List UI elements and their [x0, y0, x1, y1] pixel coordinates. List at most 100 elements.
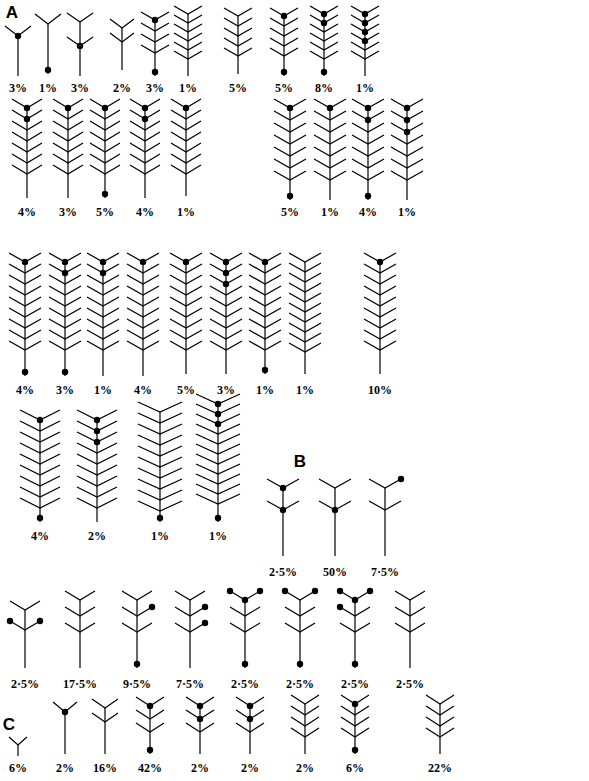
tip-dot [312, 588, 318, 594]
percentage-label: 4% [134, 383, 152, 397]
branch-line [53, 154, 83, 163]
stem-line [17, 745, 18, 756]
branch-line [289, 303, 321, 312]
branch-line [138, 457, 182, 467]
branching-figure [274, 99, 306, 200]
node-dot [142, 116, 148, 122]
percentage-label: 2·5% [11, 677, 39, 691]
branch-line [77, 465, 117, 475]
branching-figure [136, 697, 164, 754]
branch-line [341, 728, 369, 737]
branch-line [314, 147, 346, 156]
stem-line [104, 108, 105, 198]
branch-line [130, 121, 160, 130]
branch-line [174, 33, 202, 41]
branching-figure [196, 394, 240, 522]
branch-line [171, 132, 201, 141]
percentage-label: 2·5% [396, 677, 424, 691]
branching-figure [110, 19, 134, 70]
branch-line [249, 275, 281, 284]
branching-figure [310, 6, 338, 76]
branch-line [210, 308, 242, 317]
stem-line [289, 108, 290, 200]
branch-line [186, 723, 214, 732]
branch-line [130, 165, 160, 174]
stem-line [249, 706, 250, 754]
percentage-label: 4% [31, 529, 49, 543]
tip-dot [257, 588, 263, 594]
percentage-label: 1% [209, 529, 227, 543]
node-dot [287, 193, 293, 199]
branch-line [230, 623, 260, 632]
branch-line [9, 341, 41, 350]
branch-line [170, 264, 202, 273]
branch-line [249, 308, 281, 317]
branch-line [391, 147, 423, 156]
branch-line [35, 14, 61, 24]
percentage-label: 3% [56, 383, 74, 397]
branching-figure [319, 479, 351, 556]
branch-line [77, 476, 117, 486]
branch-line [310, 42, 338, 50]
branch-line [138, 446, 182, 456]
node-dot [62, 259, 68, 265]
percentage-label: 2·5% [231, 677, 259, 691]
percentage-label: 50% [323, 565, 347, 579]
branching-figure [282, 588, 318, 668]
node-dot [100, 259, 106, 265]
percentage-label: 2·5% [286, 677, 314, 691]
branch-line [289, 273, 321, 282]
node-dot [142, 105, 148, 111]
branch-line [12, 165, 42, 174]
node-dot [281, 69, 287, 75]
branching-figure [351, 6, 379, 76]
tip-dot [398, 476, 404, 482]
branching-figure [369, 476, 404, 556]
branching-figure [92, 699, 118, 754]
branch-line [127, 286, 159, 295]
branch-line [289, 313, 321, 322]
branch-line [289, 263, 321, 272]
branch-line [141, 34, 169, 42]
node-dot [215, 421, 221, 427]
stem-line [24, 262, 25, 376]
branch-line [289, 253, 321, 262]
branching-figure [130, 99, 160, 198]
branch-line [110, 33, 134, 42]
node-dot [197, 716, 203, 722]
panel-letter: C [3, 716, 15, 734]
branch-line [249, 330, 281, 339]
branching-figure [291, 695, 319, 754]
branch-line [175, 607, 205, 616]
stem-line [384, 488, 385, 556]
branch-line [341, 717, 369, 726]
percentage-label: 4% [136, 205, 154, 219]
branch-line [285, 623, 315, 632]
branch-line [249, 297, 281, 306]
branching-figure [77, 410, 117, 522]
node-dot [24, 116, 30, 122]
branch-line [196, 474, 240, 484]
percentage-label: 22% [428, 761, 452, 775]
branch-line [249, 264, 281, 273]
branch-line [49, 286, 81, 295]
tip-dot [282, 588, 288, 594]
percentage-label: 4% [16, 383, 34, 397]
branch-line [77, 498, 117, 508]
branching-figure [352, 99, 384, 200]
branch-line [395, 591, 425, 600]
branch-line [9, 308, 41, 317]
percentage-label: 1% [94, 383, 112, 397]
node-dot [24, 105, 30, 111]
node-dot [362, 20, 368, 26]
branch-line [175, 623, 205, 632]
branching-figure [267, 479, 299, 556]
stem-line [136, 600, 137, 668]
node-dot [94, 428, 100, 434]
branch-line [352, 135, 384, 144]
branch-line [224, 38, 252, 46]
node-dot [22, 369, 28, 375]
branch-line [20, 454, 60, 464]
branch-line [249, 341, 281, 350]
branching-figure [426, 695, 454, 754]
